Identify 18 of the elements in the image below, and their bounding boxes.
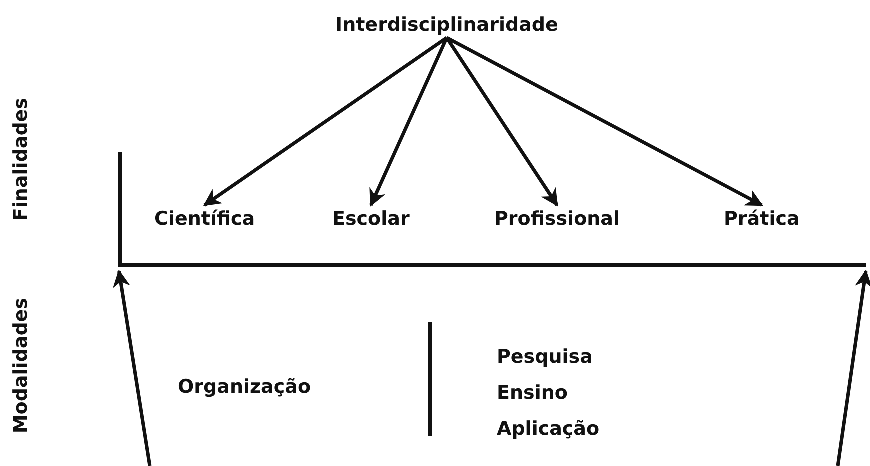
list-item: Pesquisa xyxy=(497,346,593,369)
arrow xyxy=(113,270,152,466)
arrow xyxy=(446,36,559,207)
bracket-line xyxy=(117,152,866,268)
category-text: Escolar xyxy=(332,208,410,231)
heading-text: Interdisciplinaridade xyxy=(336,14,558,37)
category-text: Científica xyxy=(154,208,256,231)
category-text: Prática xyxy=(724,208,800,231)
arrow xyxy=(836,270,870,466)
side-label: Finalidades xyxy=(10,98,33,222)
arrow xyxy=(370,37,449,207)
arrow xyxy=(203,36,448,207)
side-label: Modalidades xyxy=(10,298,33,434)
arrow xyxy=(446,36,764,207)
list-item: Aplicação xyxy=(497,418,600,441)
list-item: Ensino xyxy=(497,382,568,405)
text-label: Organização xyxy=(178,376,311,399)
category-text: Profissional xyxy=(494,208,620,231)
